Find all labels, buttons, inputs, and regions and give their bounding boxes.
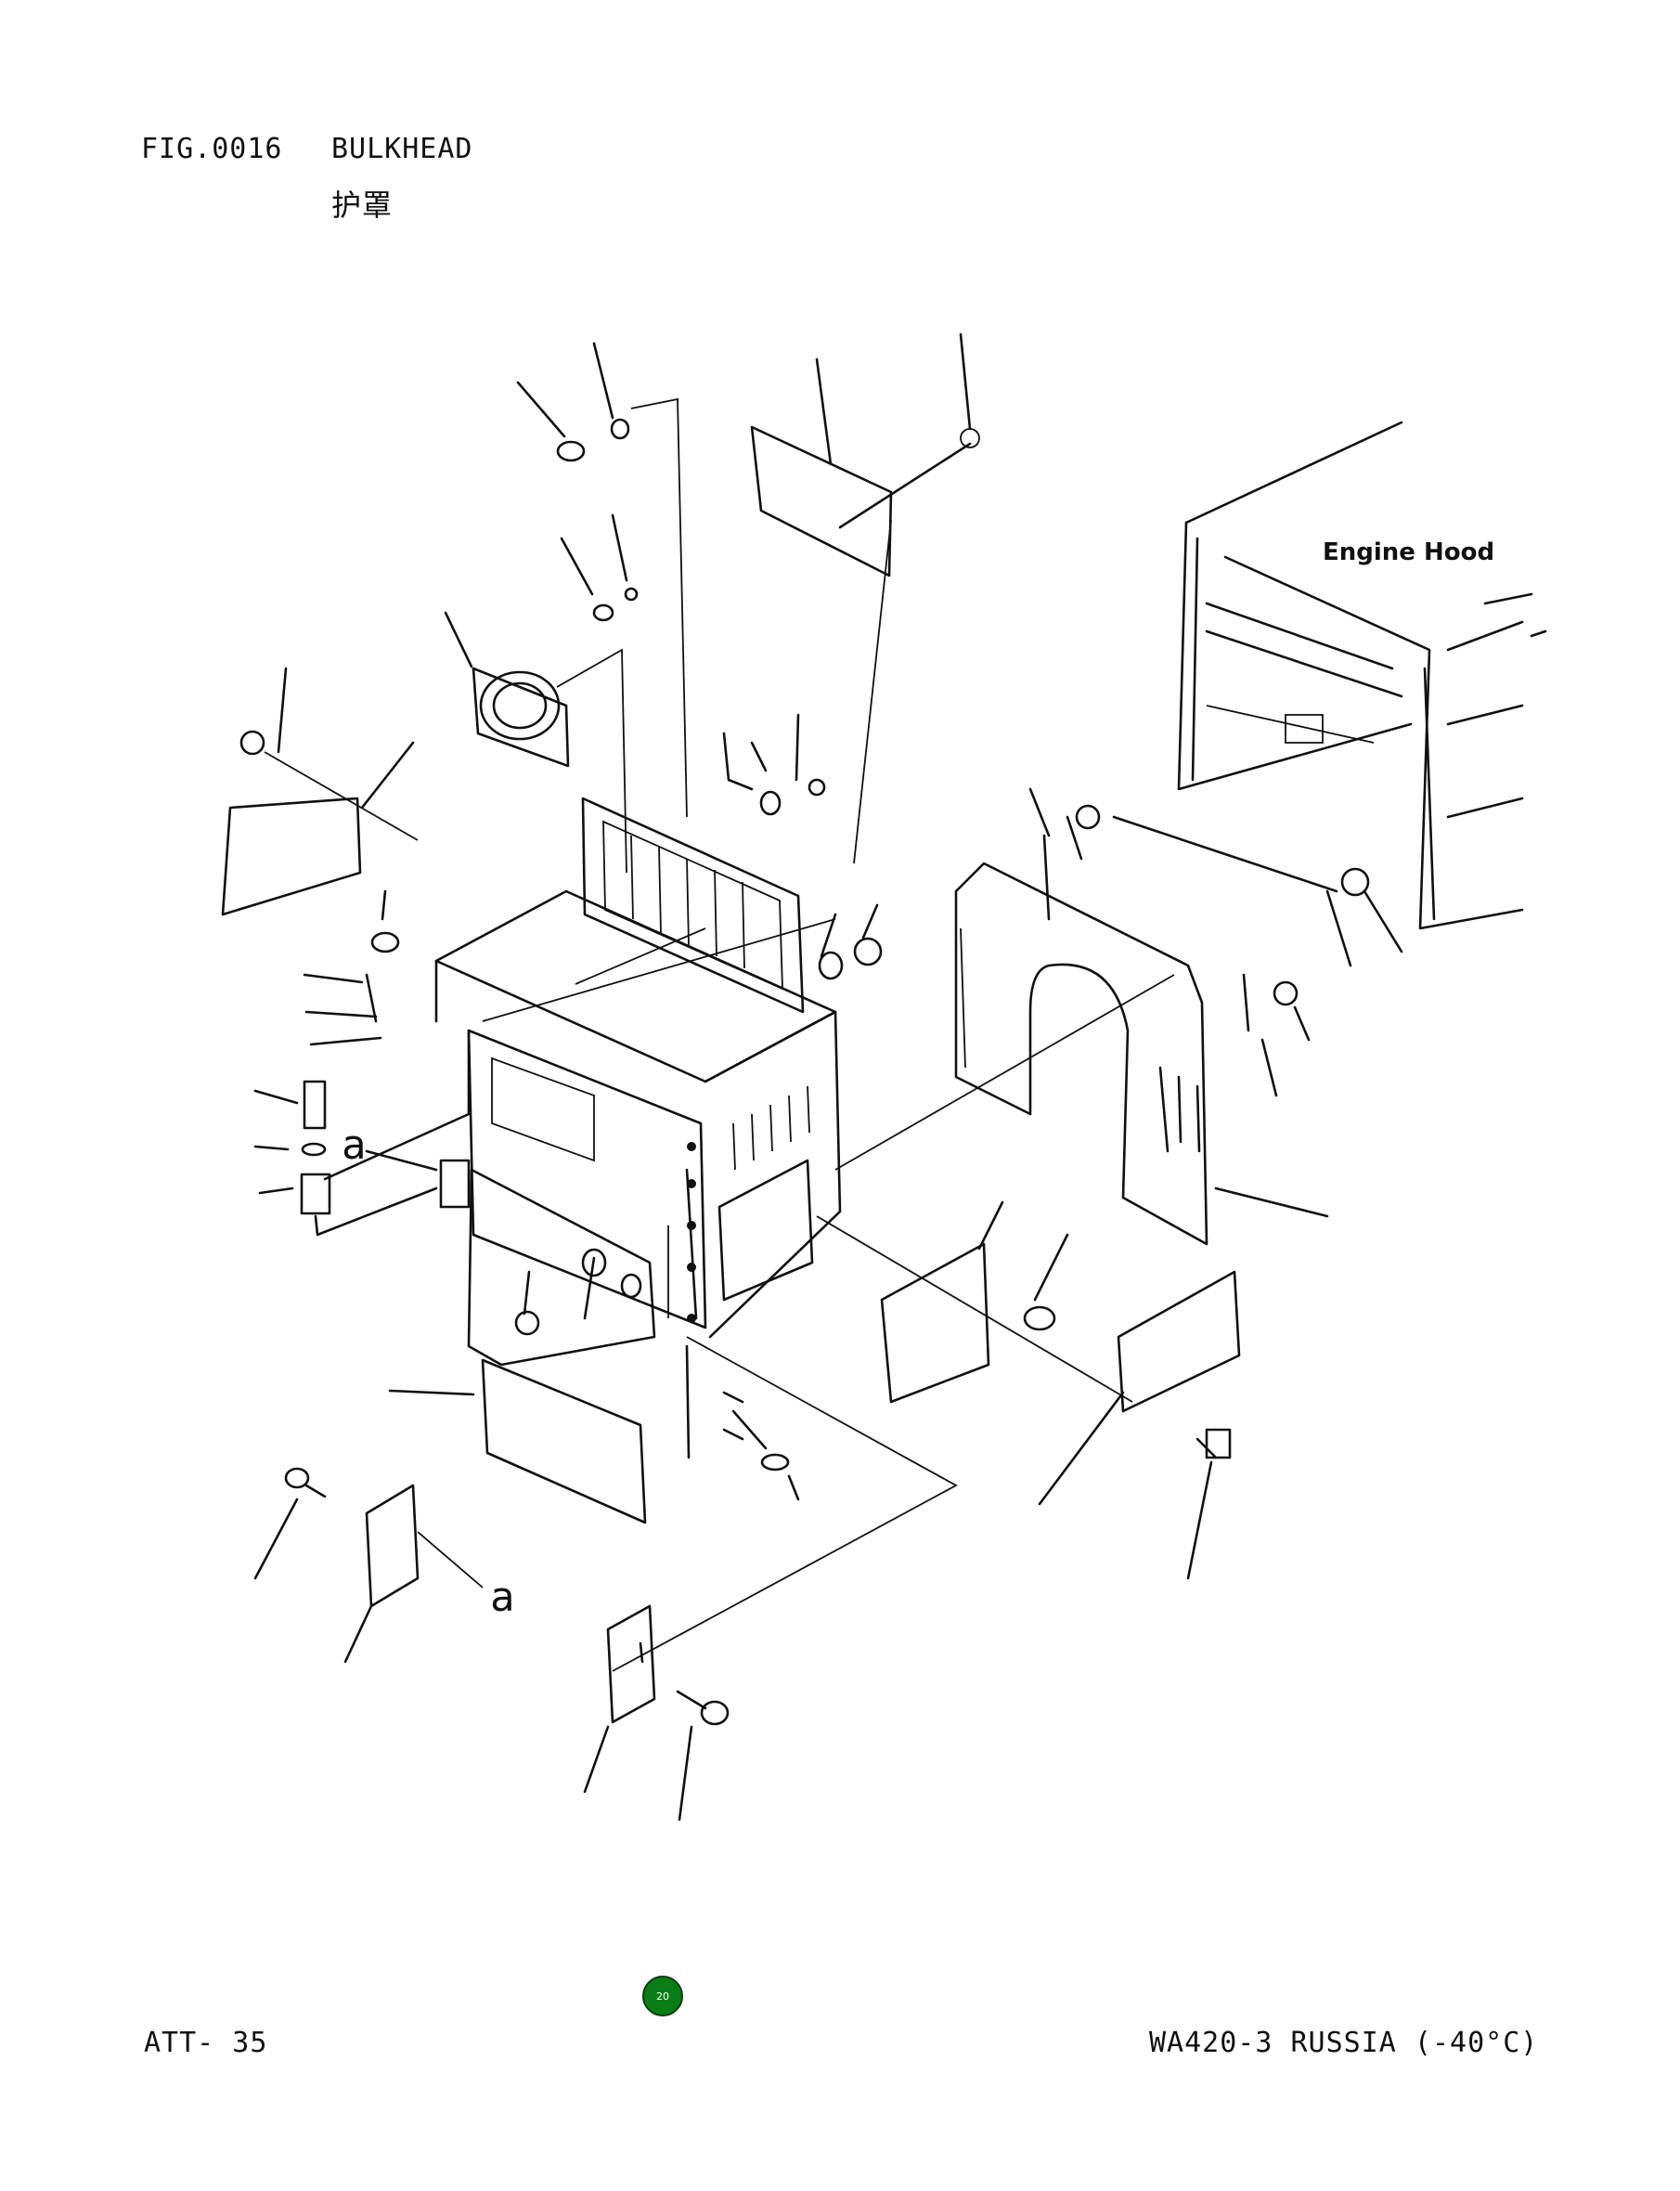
- figure-number: FIG.0016: [141, 133, 283, 165]
- callout-a-lower: a: [490, 1574, 515, 1621]
- bottom-left-bracket: a: [255, 1469, 515, 1662]
- bottom-center-bracket: [585, 1606, 728, 1820]
- figure-title-chinese: 护罩: [331, 188, 394, 223]
- bulkhead-box: [325, 891, 840, 1337]
- radiator-grille: [583, 715, 881, 1012]
- page-reference: ATT- 35: [144, 2027, 268, 2059]
- right-side-panel: [835, 789, 1402, 1244]
- engine-hood-label: Engine Hood: [1323, 538, 1494, 566]
- page-number-badge: 20: [642, 1976, 683, 2016]
- left-fasteners: a: [255, 891, 469, 1235]
- left-side-cover: [223, 668, 418, 914]
- engine-hood: Engine Hood: [1179, 422, 1545, 928]
- inspection-door: [817, 1202, 1239, 1578]
- lower-front-panel: [390, 1170, 956, 1671]
- figure-title: BULKHEAD: [331, 133, 473, 165]
- model-reference: WA420-3 RUSSIA (-40°C): [1149, 2027, 1539, 2059]
- callout-a-upper: a: [342, 1121, 367, 1169]
- top-fasteners: [446, 344, 687, 873]
- top-cover-plate: [752, 334, 979, 863]
